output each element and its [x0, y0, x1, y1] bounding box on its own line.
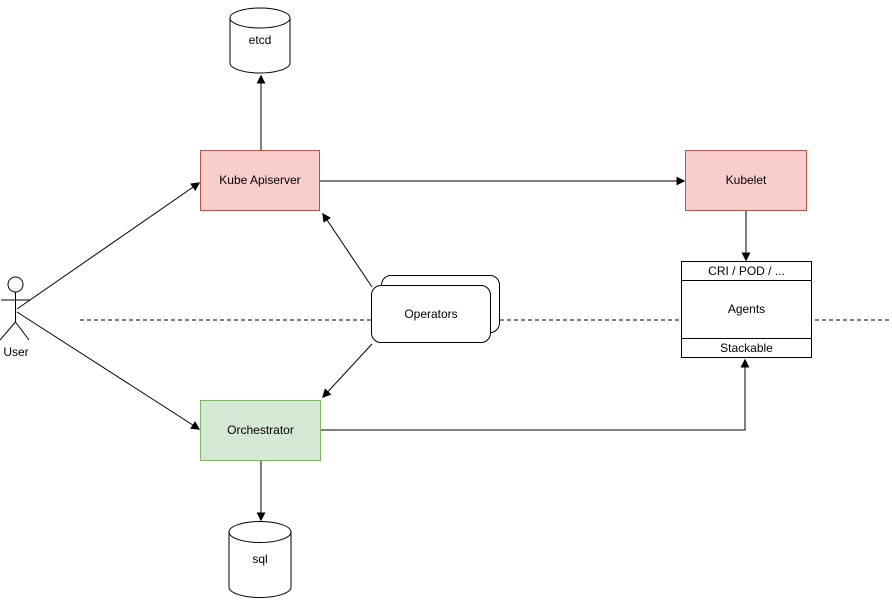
edge-user-to-orchestrator [16, 311, 201, 430]
agents-body-row: Agents [682, 281, 811, 338]
node-operators: Operators [371, 285, 491, 343]
sql-label: sql [252, 551, 268, 566]
edge-orchestrator-to-agents [321, 358, 750, 431]
actor-head [7, 276, 24, 293]
node-agents: CRI / POD / ... Agents Stackable [681, 261, 812, 358]
node-kubelet: Kubelet [685, 150, 807, 211]
node-kube-apiserver: Kube Apiserver [200, 150, 320, 211]
edge-operators-to-orchestrator [322, 343, 373, 398]
user-actor-figure [0, 276, 30, 341]
user-label: User [3, 344, 29, 359]
kubelet-label: Kubelet [725, 173, 767, 188]
kube-apiserver-label: Kube Apiserver [219, 173, 301, 188]
actor-left-leg [0, 321, 16, 341]
operators-label: Operators [404, 306, 458, 321]
edge-operators-to-apiserver [322, 212, 373, 288]
etcd-label: etcd [248, 32, 272, 47]
agents-header-row: CRI / POD / ... [682, 262, 811, 281]
agents-header-label: CRI / POD / ... [708, 263, 785, 278]
orchestrator-label: Orchestrator [227, 423, 294, 438]
actor-right-leg [15, 321, 30, 341]
agents-footer-label: Stackable [720, 340, 773, 355]
edge-user-to-apiserver [16, 182, 201, 310]
agents-label: Agents [727, 302, 766, 317]
agents-footer-row: Stackable [682, 338, 811, 357]
etcd-cylinder [229, 7, 291, 74]
node-orchestrator: Orchestrator [200, 400, 321, 461]
sql-cylinder [228, 521, 292, 598]
